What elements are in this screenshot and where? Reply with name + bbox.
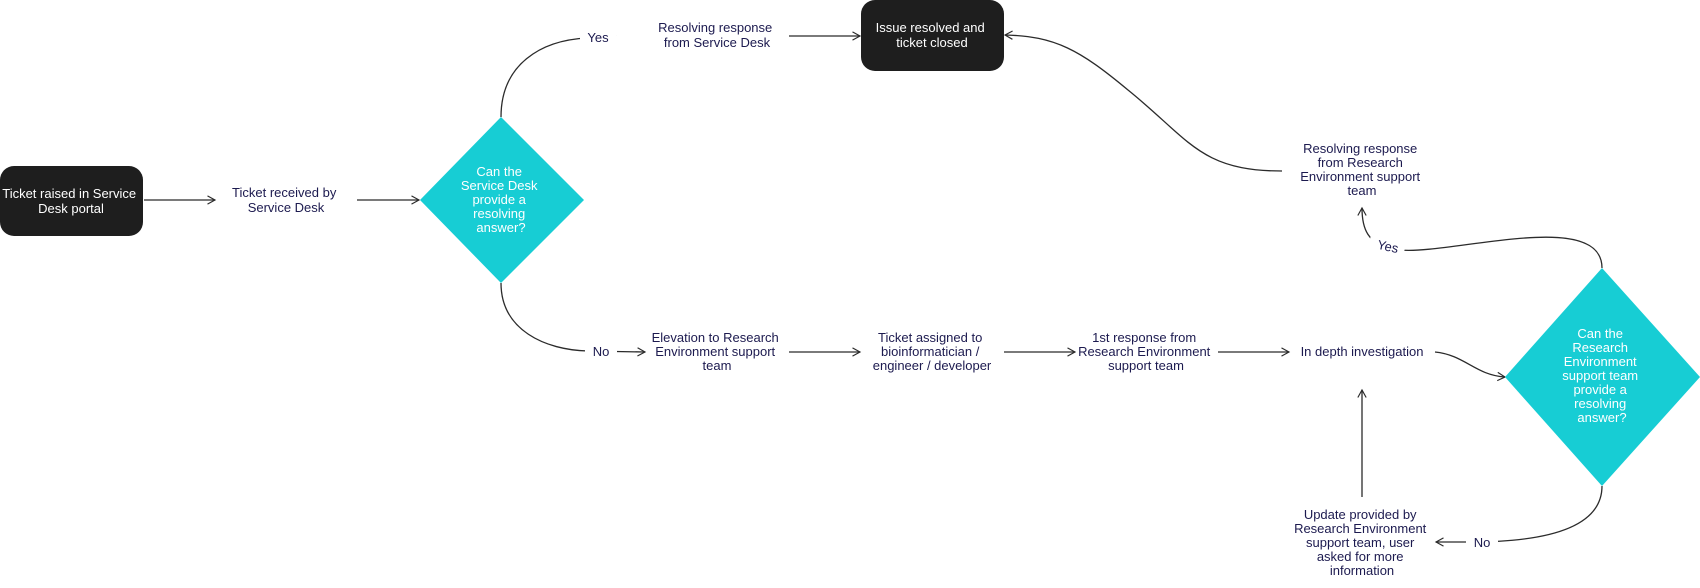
decision-shape [1505, 268, 1700, 486]
edge-label-sd-no: No [593, 344, 610, 359]
label-bg [1466, 532, 1498, 552]
edge-re-decision-yes [1357, 206, 1603, 269]
edge-decision-yes [500, 31, 617, 118]
node-label: Resolving response from Research Environ… [1300, 141, 1424, 198]
label-bg [1367, 231, 1407, 259]
node-label: Resolving response from Service Desk [658, 20, 776, 50]
decision-shape [420, 117, 584, 283]
node-label: Update provided by Research Environment … [1294, 507, 1430, 578]
edge-investigation-to-re-decision [1434, 351, 1507, 382]
node-update-provided: Update provided by Research Environment … [1294, 507, 1430, 578]
node-service-desk-decision: Can the Service Desk provide a resolving… [420, 117, 584, 283]
node-research-environment-decision: Can the Research Environment support tea… [1505, 268, 1700, 486]
node-label: Elevation to Research Environment suppor… [652, 330, 783, 373]
terminal-shape [861, 0, 1004, 71]
terminal-shape [0, 166, 143, 236]
edge-label-sd-yes: Yes [587, 30, 609, 45]
node-issue-resolved: Issue resolved and ticket closed [861, 0, 1004, 71]
edge-decision-no [500, 282, 647, 357]
node-label: In depth investigation [1301, 344, 1424, 359]
node-first-response: 1st response from Research Environment s… [1078, 330, 1214, 373]
node-ticket-raised: Ticket raised in Service Desk portal [0, 166, 143, 236]
node-label: Issue resolved and ticket closed [876, 20, 989, 50]
node-label: 1st response from Research Environment s… [1078, 330, 1214, 373]
node-label: Ticket raised in Service Desk portal [2, 186, 140, 216]
edges [144, 30, 1603, 547]
node-label: Ticket assigned to bioinformatician / en… [873, 330, 992, 373]
node-elevation: Elevation to Research Environment suppor… [652, 330, 783, 373]
node-label: Can the Service Desk provide a resolving… [461, 164, 541, 235]
label-bg [580, 27, 616, 47]
node-sd-resolving-response: Resolving response from Service Desk [658, 20, 776, 50]
edge-label-re-yes: Yes [1376, 237, 1400, 256]
edge-labels: Yes No Yes No [580, 27, 1498, 552]
edge-re-decision-no [1434, 485, 1603, 547]
label-bg [585, 341, 617, 361]
node-ticket-received: Ticket received by Service Desk [232, 185, 340, 215]
node-ticket-assigned: Ticket assigned to bioinformatician / en… [873, 330, 992, 373]
node-label: Ticket received by Service Desk [232, 185, 340, 215]
node-in-depth-investigation: In depth investigation [1301, 344, 1424, 359]
node-label: Can the Research Environment support tea… [1562, 326, 1642, 425]
node-re-resolving-response: Resolving response from Research Environ… [1300, 141, 1424, 198]
edge-label-re-no: No [1474, 535, 1491, 550]
edge-re-resolving-to-resolved [1003, 30, 1283, 172]
